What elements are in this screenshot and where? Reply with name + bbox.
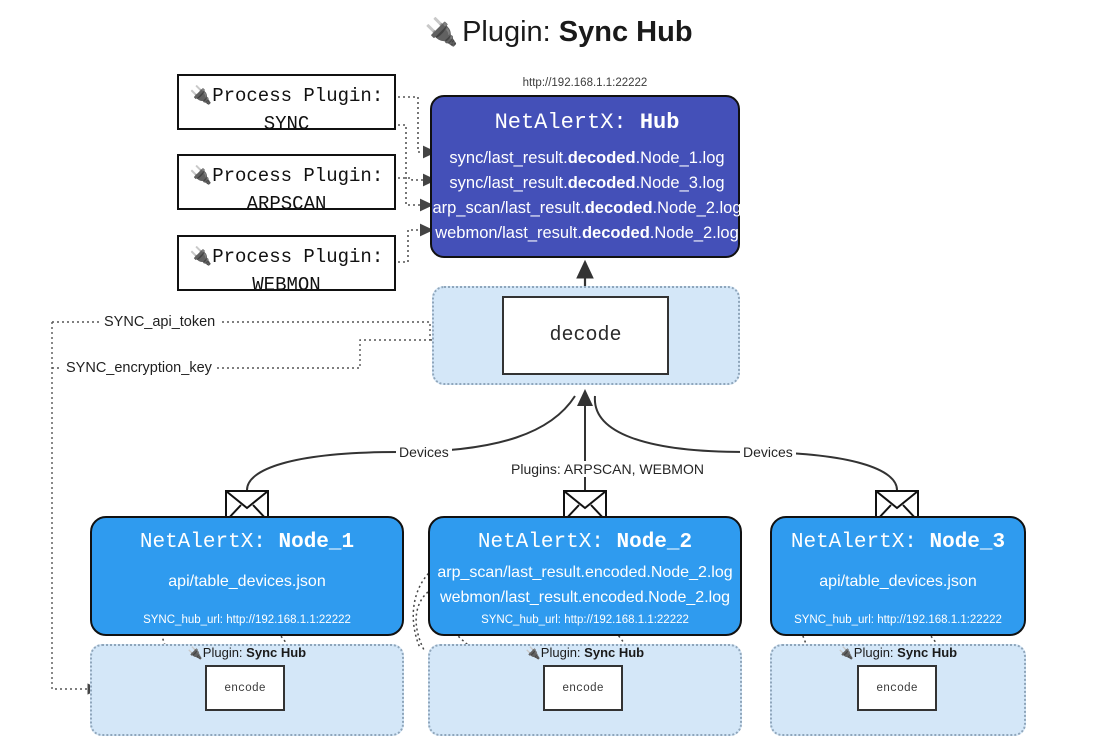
node-title-prefix: NetAlertX: — [477, 531, 617, 554]
page-title: 🔌Plugin: Sync Hub — [0, 16, 1117, 49]
process-plugin-name: ARPSCAN — [246, 192, 327, 215]
node-hub-url-key: SYNC_hub_url: — [481, 614, 565, 626]
page-title-name: Sync Hub — [558, 16, 693, 48]
node-hub-url: SYNC_hub_url: http://192.168.1.1:22222 — [772, 614, 1024, 626]
hub-log-post: .Node_3.log — [635, 174, 725, 192]
encode-plugin-name: Sync Hub — [246, 645, 307, 660]
node-title-name: Node_1 — [278, 531, 355, 554]
plug-icon: 🔌 — [424, 17, 459, 47]
encode-plugin-name: Sync Hub — [584, 645, 645, 660]
key-label-encryption-key: SYNC_encryption_key — [62, 360, 216, 376]
plug-icon: 🔌 — [525, 646, 541, 660]
node-log-line: arp_scan/last_result.encoded.Node_2.log — [437, 564, 733, 581]
encode-box-node-3: encode — [857, 665, 937, 711]
encode-plugin-label: 🔌Plugin: Sync Hub — [90, 645, 404, 660]
edge-label-devices-left: Devices — [396, 444, 452, 460]
encode-plugin-label: 🔌Plugin: Sync Hub — [428, 645, 742, 660]
node-hub-url-key: SYNC_hub_url: — [143, 614, 227, 626]
node-title-prefix: NetAlertX: — [790, 531, 930, 554]
node-log-line: webmon/last_result.encoded.Node_2.log — [440, 589, 730, 606]
hub-log-line: sync/last_result.decoded.Node_3.log — [432, 174, 742, 193]
edge-label-devices-right: Devices — [740, 444, 796, 460]
encode-plugin-prefix: Plugin: — [202, 645, 247, 660]
process-plugin-label: Process Plugin: — [212, 165, 384, 187]
plug-icon: 🔌 — [189, 85, 213, 106]
node-title: NetAlertX: Node_2 — [430, 531, 740, 554]
hub-title-name: Hub — [639, 110, 680, 135]
node-box-node-2: NetAlertX: Node_2 arp_scan/last_result.e… — [428, 516, 742, 636]
encode-plugin-prefix: Plugin: — [540, 645, 585, 660]
node-hub-url-value: http://192.168.1.1:22222 — [564, 614, 689, 626]
encode-box-node-2: encode — [543, 665, 623, 711]
node-title-prefix: NetAlertX: — [139, 531, 279, 554]
decode-box: decode — [502, 296, 669, 375]
node-hub-url: SYNC_hub_url: http://192.168.1.1:22222 — [430, 614, 740, 626]
hub-log-bold: decoded — [581, 224, 650, 242]
process-plugin-box-arpscan: 🔌Process Plugin: ARPSCAN — [177, 154, 396, 215]
hub-log-line: sync/last_result.decoded.Node_1.log — [432, 149, 742, 168]
hub-log-post: .Node_1.log — [635, 149, 725, 167]
node-title: NetAlertX: Node_1 — [92, 531, 402, 554]
hub-log-pre: sync/last_result. — [449, 149, 568, 167]
hub-log-bold: decoded — [567, 149, 636, 167]
node-title-name: Node_2 — [616, 531, 693, 554]
hub-log-line: arp_scan/last_result.decoded.Node_2.log — [432, 199, 742, 218]
hub-log-post: .Node_2.log — [652, 199, 742, 217]
hub-log-line: webmon/last_result.decoded.Node_2.log — [432, 224, 742, 243]
node-title-name: Node_3 — [929, 531, 1006, 554]
encode-box-node-1: encode — [205, 665, 285, 711]
hub-box: NetAlertX: Hub sync/last_result.decoded.… — [430, 95, 742, 258]
hub-log-bold: decoded — [584, 199, 653, 217]
hub-title: NetAlertX: Hub — [432, 110, 742, 135]
process-plugin-name: WEBMON — [252, 273, 321, 296]
hub-log-bold: decoded — [567, 174, 636, 192]
hub-log-pre: sync/last_result. — [449, 174, 568, 192]
node-hub-url-key: SYNC_hub_url: — [794, 614, 878, 626]
process-plugin-label: Process Plugin: — [212, 246, 384, 268]
hub-log-post: .Node_2.log — [649, 224, 739, 242]
process-plugin-name: SYNC — [263, 112, 310, 135]
process-plugin-box-webmon: 🔌Process Plugin: WEBMON — [177, 235, 396, 296]
edge-label-plugins: Plugins: ARPSCAN, WEBMON — [508, 461, 707, 477]
plug-icon: 🔌 — [187, 646, 203, 660]
hub-log-pre: arp_scan/last_result. — [432, 199, 585, 217]
process-plugin-box-sync: 🔌Process Plugin: SYNC — [177, 74, 396, 135]
node-box-node-3: NetAlertX: Node_3 api/table_devices.json… — [770, 516, 1026, 636]
node-log-line: api/table_devices.json — [168, 573, 326, 590]
node-hub-url-value: http://192.168.1.1:22222 — [877, 614, 1002, 626]
encode-plugin-label: 🔌Plugin: Sync Hub — [770, 645, 1026, 660]
node-log-line: api/table_devices.json — [819, 573, 977, 590]
plug-icon: 🔌 — [189, 165, 213, 186]
node-hub-url: SYNC_hub_url: http://192.168.1.1:22222 — [92, 614, 402, 626]
hub-title-prefix: NetAlertX: — [494, 110, 640, 135]
hub-url-label: http://192.168.1.1:22222 — [522, 77, 648, 89]
node-hub-url-value: http://192.168.1.1:22222 — [226, 614, 351, 626]
plug-icon: 🔌 — [189, 246, 213, 267]
node-box-node-1: NetAlertX: Node_1 api/table_devices.json… — [90, 516, 404, 636]
page-title-prefix: Plugin: — [462, 16, 559, 48]
plug-icon: 🔌 — [838, 646, 854, 660]
encode-plugin-prefix: Plugin: — [853, 645, 898, 660]
encode-plugin-name: Sync Hub — [897, 645, 958, 660]
key-label-api-token: SYNC_api_token — [100, 314, 220, 330]
process-plugin-label: Process Plugin: — [212, 85, 384, 107]
hub-log-pre: webmon/last_result. — [435, 224, 582, 242]
node-title: NetAlertX: Node_3 — [772, 531, 1024, 554]
